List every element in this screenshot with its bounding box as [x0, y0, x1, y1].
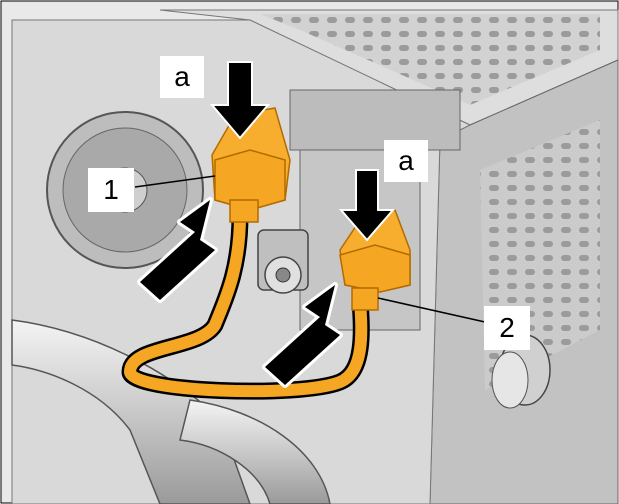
connector-1	[211, 107, 291, 223]
press-arrow-right	[338, 169, 396, 242]
coax-pin	[275, 267, 291, 283]
press-arrow-top	[209, 61, 271, 140]
label-a-right: a	[384, 140, 428, 182]
leader-line-1	[134, 175, 216, 188]
vent-grille-top	[260, 14, 600, 105]
side-knob-cap	[491, 351, 529, 409]
callout-2: 2	[484, 306, 530, 350]
port-recess-upper	[289, 89, 461, 151]
orange-cable	[123, 209, 368, 398]
label-a-top: a	[160, 56, 204, 98]
pull-arrow-2	[262, 282, 343, 388]
pull-arrow-1	[137, 197, 218, 303]
callout-1: 1	[88, 168, 134, 212]
leader-line-2	[377, 297, 486, 323]
